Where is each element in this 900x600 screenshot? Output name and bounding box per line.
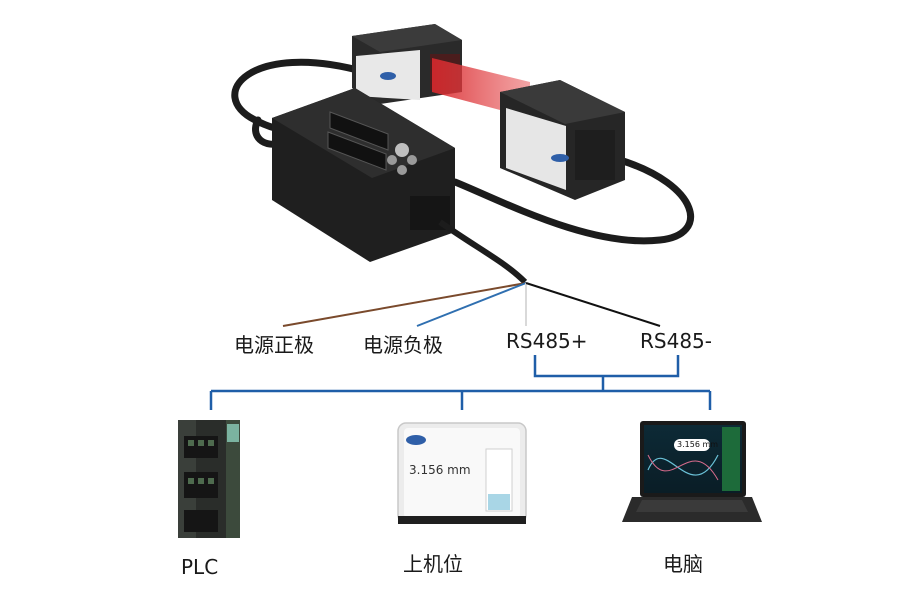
receiver-head [500, 80, 625, 200]
brand-logo-icon [551, 154, 569, 162]
brand-logo-icon [380, 72, 396, 80]
controller-unit [272, 88, 455, 262]
keypad-button [395, 143, 409, 157]
rs485-bus [209, 355, 712, 410]
laptop-device [622, 421, 762, 522]
label-power-negative: 电源负极 [363, 333, 443, 357]
level-bar [488, 494, 510, 510]
main-cable [438, 219, 528, 285]
brand-logo-icon [406, 435, 426, 445]
host-display-device [397, 422, 527, 524]
label-plc: PLC [181, 555, 219, 579]
wire-fan [282, 282, 661, 327]
label-host: 上机位 [403, 552, 463, 576]
label-rs485-minus: RS485- [640, 329, 712, 353]
laptop-display-readout: 3.156 mm [677, 440, 719, 449]
label-rs485-plus: RS485+ [506, 329, 588, 353]
host-display-readout: 3.156 mm [409, 463, 471, 477]
label-computer: 电脑 [663, 552, 703, 576]
plc-device [178, 420, 240, 538]
label-power-positive: 电源正极 [234, 333, 314, 357]
